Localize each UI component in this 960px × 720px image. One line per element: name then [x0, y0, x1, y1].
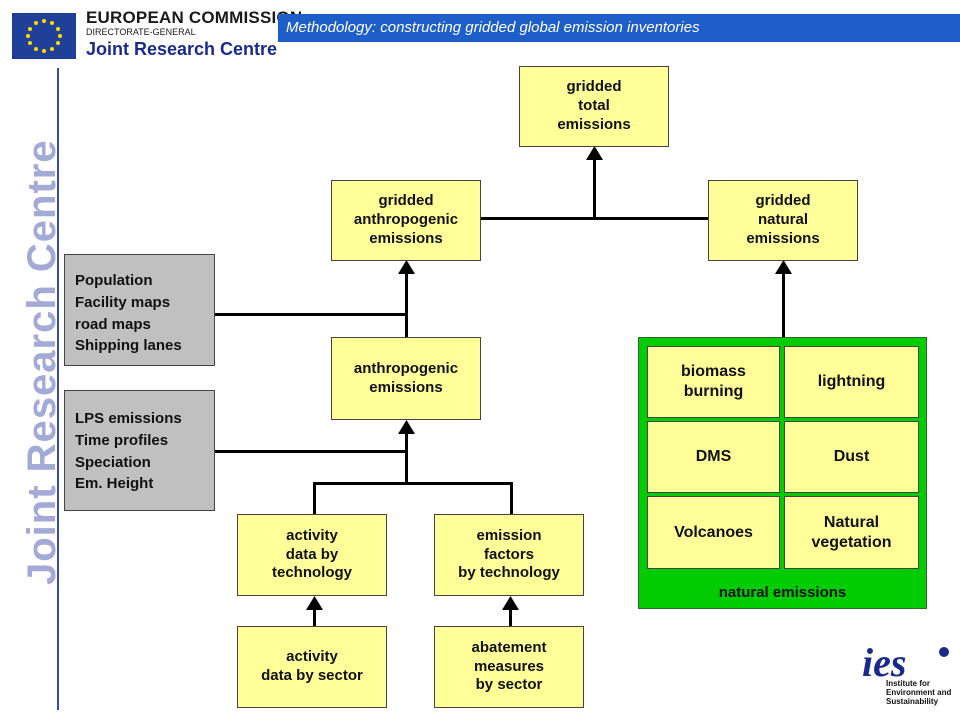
arrow-to-total-shaft — [593, 156, 596, 218]
join-line-natural — [594, 217, 709, 220]
arrowhead-icon — [306, 596, 323, 610]
arrowhead-icon — [586, 146, 603, 160]
arrow-to-anthropogenic-shaft — [405, 430, 408, 484]
natural-emissions-label: natural emissions — [718, 584, 847, 601]
natural-cell-volcanoes: Volcanoes — [647, 496, 780, 569]
side-branding: Joint Research Centre — [20, 139, 64, 585]
arrowhead-icon — [502, 596, 519, 610]
arrow-to-gridded-anthropogenic-shaft — [405, 270, 408, 337]
gridded-anthropogenic-emissions-box: gridded anthropogenic emissions — [331, 180, 481, 261]
slide-title: Methodology: constructing gridded global… — [286, 19, 700, 36]
natural-cell-biomass-burning: biomass burning — [647, 346, 780, 418]
factor-join-horizontal — [313, 482, 513, 485]
centre-name: Joint Research Centre — [86, 39, 278, 59]
organization-title: EUROPEAN COMMISSION — [86, 8, 303, 27]
ies-logo-caption: Institute for Environment and Sustainabi… — [886, 679, 952, 706]
abatement-measures-box: abatement measures by sector — [434, 626, 584, 708]
emission-factors-box: emission factors by technology — [434, 514, 584, 596]
natural-cell-dms: DMS — [647, 421, 780, 493]
arrowhead-icon — [398, 420, 415, 434]
factor-join-left — [313, 482, 316, 514]
join-line-anthropogenic — [481, 217, 595, 220]
slide-title-bar: Methodology: constructing gridded global… — [278, 14, 960, 42]
spatial-inputs-connector — [215, 313, 407, 316]
side-divider — [57, 68, 59, 710]
ies-logo: ies — [860, 640, 952, 716]
arrow-factors-shaft — [509, 606, 512, 626]
natural-cell-dust: Dust — [784, 421, 919, 493]
spatial-inputs-box: Population Facility maps road maps Shipp… — [64, 254, 215, 366]
arrowhead-icon — [775, 260, 792, 274]
eu-flag-logo — [12, 13, 76, 59]
ies-logo-mark: ies — [862, 642, 906, 682]
arrowhead-icon — [398, 260, 415, 274]
activity-data-by-technology-box: activity data by technology — [237, 514, 387, 596]
gridded-total-emissions-box: gridded total emissions — [519, 66, 669, 147]
arrow-to-gridded-natural-shaft — [782, 270, 785, 337]
directorate-label: DIRECTORATE-GENERAL — [86, 27, 196, 37]
factor-join-right — [510, 482, 513, 514]
lps-inputs-box: LPS emissions Time profiles Speciation E… — [64, 390, 215, 511]
activity-data-by-sector-box: activity data by sector — [237, 626, 387, 708]
gridded-natural-emissions-box: gridded natural emissions — [708, 180, 858, 261]
lps-inputs-connector — [215, 450, 407, 453]
arrow-activity-shaft — [313, 606, 316, 626]
natural-cell-vegetation: Natural vegetation — [784, 496, 919, 569]
anthropogenic-emissions-box: anthropogenic emissions — [331, 337, 481, 420]
natural-cell-lightning: lightning — [784, 346, 919, 418]
